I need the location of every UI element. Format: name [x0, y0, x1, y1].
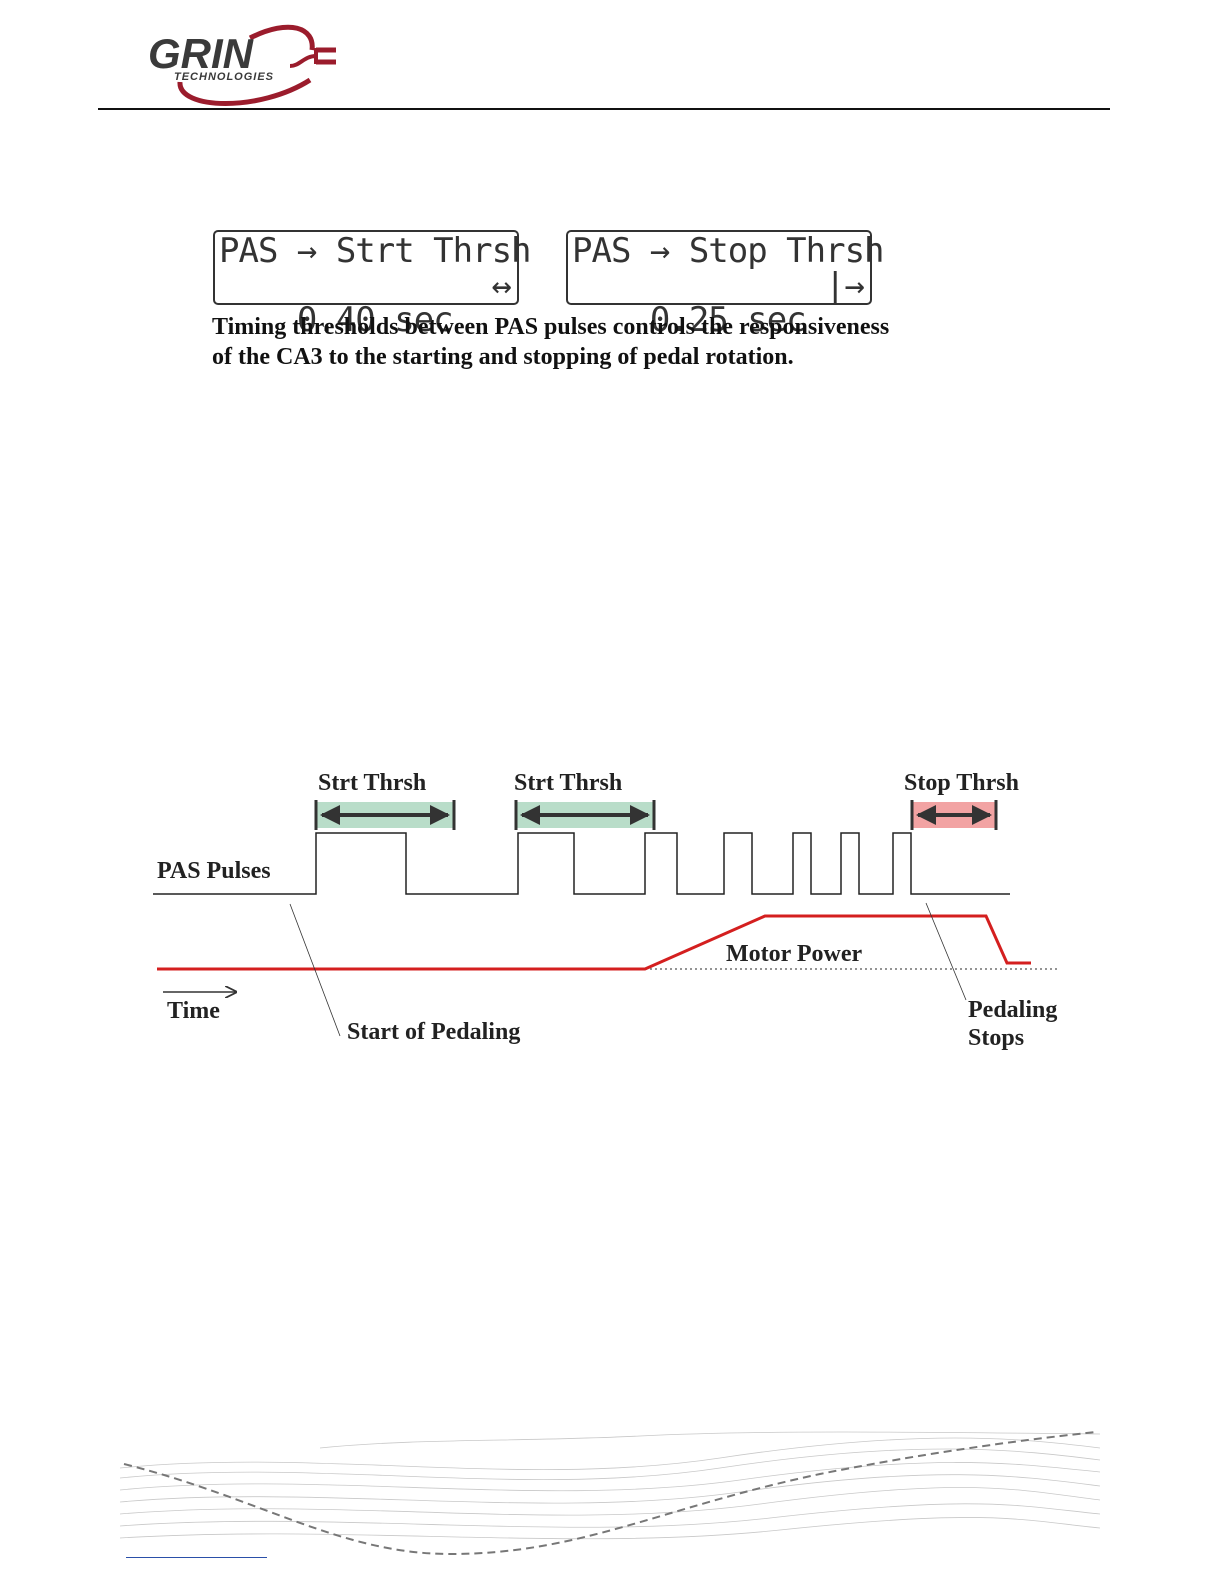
leader-start-of-pedaling: [289, 903, 341, 1037]
label-pedaling: Pedaling: [968, 997, 1057, 1023]
footer-wave-decoration: [120, 1431, 1100, 1556]
caption-line-1: Timing thresholds between PAS pulses con…: [212, 314, 890, 340]
footer-link-underline: [126, 1557, 267, 1558]
label-start-of-pedaling: Start of Pedaling: [347, 1019, 520, 1045]
figure-caption: Timing thresholds between PAS pulses con…: [212, 312, 1012, 372]
header-divider: [98, 108, 1110, 110]
motor-power-line: [157, 914, 1031, 971]
bar-arrow-icon: |→: [825, 266, 865, 306]
plug-icon: [289, 47, 336, 68]
label-stops: Stops: [968, 1025, 1024, 1051]
label-stop-thrsh: Stop Thrsh: [904, 770, 1019, 796]
leader-pedaling-stops: [925, 902, 967, 1001]
lcd-stop-threshold: PAS → Stop Thrsh 0.25 sec |→: [566, 230, 885, 337]
caption-line-2: of the CA3 to the starting and stopping …: [212, 344, 794, 370]
lcd-start-line1: PAS → Strt Thrsh: [219, 231, 532, 271]
label-strt-thrsh-2: Strt Thrsh: [514, 770, 622, 796]
lcd-stop-value: 0.25 sec: [649, 300, 807, 340]
label-strt-thrsh-1: Strt Thrsh: [318, 770, 426, 796]
label-pas-pulses: PAS Pulses: [157, 858, 271, 884]
lcd-start-value: 0.40 sec: [296, 300, 454, 340]
grin-logo: GRIN TECHNOLOGIES: [148, 24, 336, 106]
lcd-start-threshold: PAS → Strt Thrsh 0.40 sec ↔: [213, 230, 532, 337]
pas-timing-diagram: Strt Thrsh Strt Thrsh Stop Thrsh PAS Pul…: [153, 770, 1058, 1051]
logo-word: GRIN: [148, 30, 255, 77]
label-motor-power: Motor Power: [726, 941, 863, 967]
threshold-arrows: [314, 800, 998, 830]
double-arrow-icon: ↔: [491, 266, 513, 306]
lcd-stop-line1: PAS → Stop Thrsh: [572, 231, 885, 271]
logo-subtitle: TECHNOLOGIES: [174, 71, 274, 83]
label-time: Time: [167, 998, 220, 1024]
pas-pulse-train: [153, 832, 1010, 895]
